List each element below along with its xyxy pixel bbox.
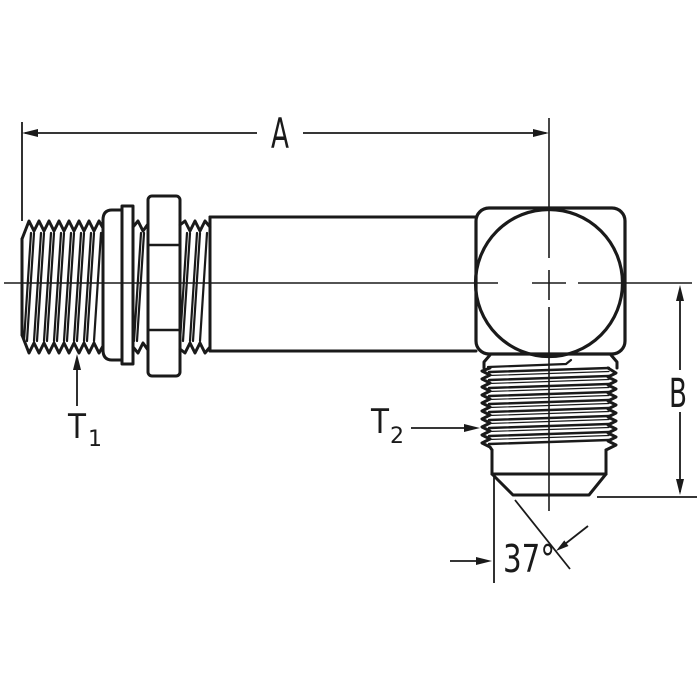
washer-and-plate [101,204,135,366]
dim-a-arrow-left [22,129,38,137]
dimension-b: B [597,285,697,498]
locknut-outline [146,194,182,378]
leg-thread-ridges [487,366,611,446]
flare-nose [490,472,608,497]
fitting-body [20,194,627,497]
leg-thread-left-profile [480,366,494,452]
thread-runout-line [486,358,573,369]
angle-leader-line [564,525,589,545]
shoulder-left-edge [482,353,492,370]
angle-leader-arrowhead [556,540,569,551]
angle-flank-line [514,499,571,570]
right-thread-section [178,219,212,355]
flare-angle-annotation: 37° [450,474,589,583]
left-male-thread [20,219,105,355]
t1-label: T [67,407,86,447]
body-tube [208,215,478,353]
thread-top-profile [20,219,105,241]
t1-arrowhead [73,354,81,370]
dim-b-arrow-up [676,285,684,301]
right-thread-hatch [178,231,209,343]
thread-bottom-profile [20,333,105,355]
t2-label: T [370,402,389,442]
thread-hatch-lines [22,231,103,343]
elbow-block [473,206,627,359]
hex-locknut [146,194,182,378]
leg-thread-ridge-shadows [488,370,610,441]
washer [101,208,124,362]
mid-thread-hatch [132,231,146,343]
angle-pointer-arrowhead [476,557,492,565]
dim-a-label: A [271,109,289,158]
t2-arrowhead [464,424,480,432]
thread-callout-t2: T 2 [370,402,480,449]
retaining-plate [120,204,135,366]
elbow-turned-circle [473,207,625,359]
vertical-leg [480,353,619,497]
shoulder-right-edge [609,353,619,370]
dim-b-arrow-down [676,479,684,495]
flare-angle-label: 37° [503,537,555,581]
mid-thread-bottom [131,341,150,355]
dimension-a: A [21,109,549,221]
t2-label-subscript: 2 [390,424,404,449]
thread-callout-t1: T 1 [67,354,102,452]
centerlines [4,118,692,511]
right-thread-bottom [178,341,212,355]
t1-label-subscript: 1 [88,427,102,452]
mid-thread-section [131,219,150,355]
right-thread-top [178,219,212,233]
dim-a-arrow-right [533,129,549,137]
mid-thread-top [131,219,150,233]
dim-b-label: B [669,371,687,417]
